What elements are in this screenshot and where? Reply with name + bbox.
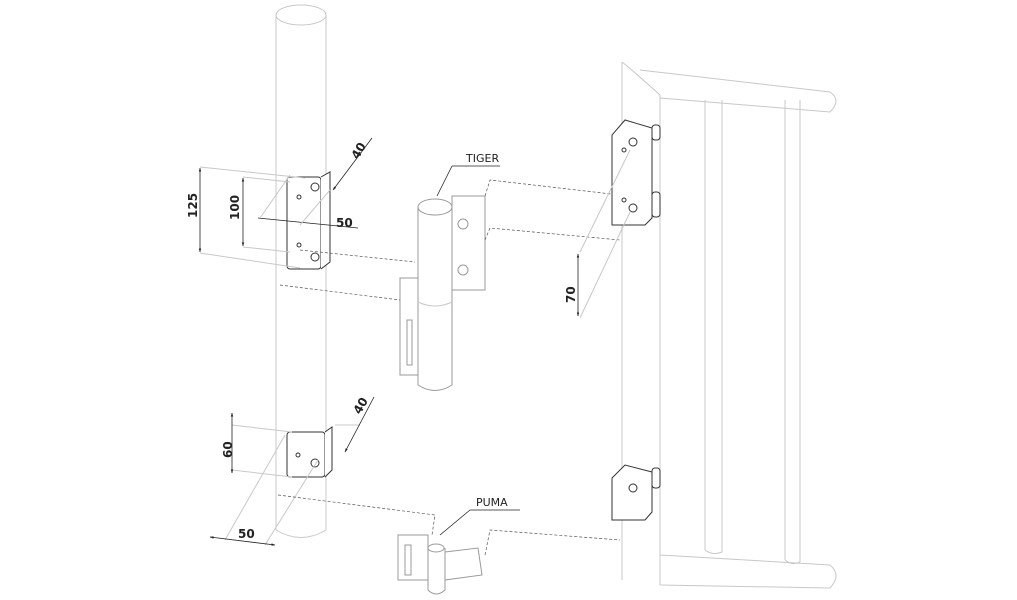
dim-125: 125 — [186, 193, 200, 218]
dim-60: 60 — [221, 441, 235, 458]
tiger-guide-lines — [279, 179, 621, 301]
upper-post-bracket — [286, 171, 331, 270]
gate-spacing-dimension: 70 — [564, 149, 631, 319]
gate-frame — [621, 61, 837, 589]
label-puma: PUMA — [476, 496, 508, 509]
dim-40-lower: 40 — [350, 395, 370, 416]
dim-50-upper: 50 — [336, 216, 353, 230]
label-tiger: TIGER — [465, 152, 499, 165]
dim-50-lower: 50 — [238, 527, 255, 541]
puma-guide-lines — [277, 494, 621, 556]
dim-70: 70 — [564, 286, 578, 303]
dim-40-upper: 40 — [348, 140, 368, 161]
upper-bracket-dimensions: 125 100 50 40 — [186, 137, 373, 269]
gate-lower-bracket — [611, 464, 661, 521]
lower-post-bracket — [286, 426, 333, 478]
gate-upper-bracket — [611, 119, 661, 226]
puma-hinge: PUMA — [397, 496, 520, 595]
dim-100: 100 — [228, 195, 242, 220]
tiger-hinge: TIGER — [399, 152, 500, 391]
